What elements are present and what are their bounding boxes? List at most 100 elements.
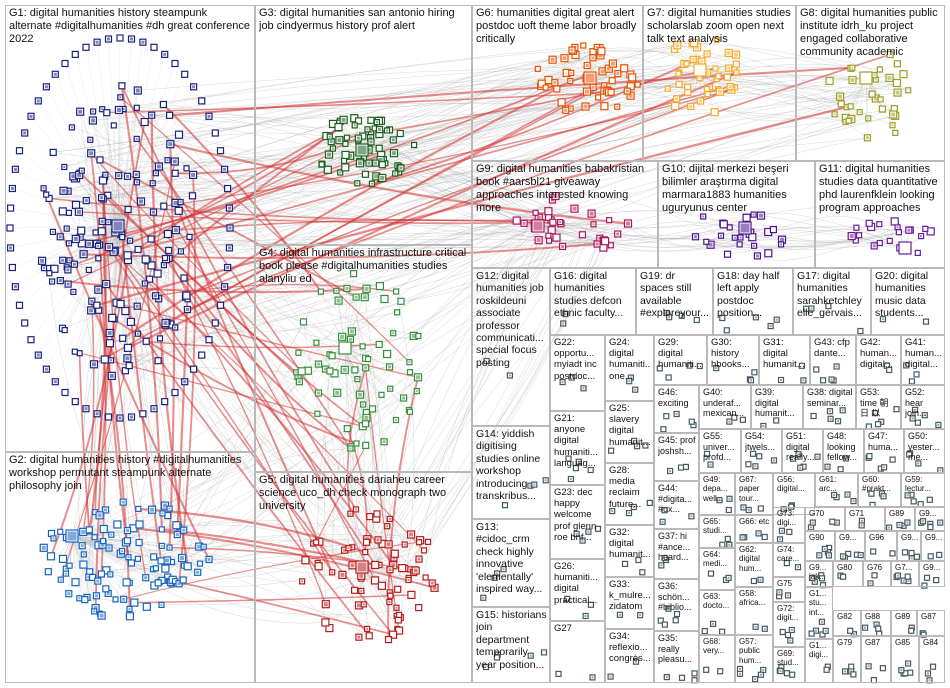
node — [183, 292, 190, 299]
node — [342, 151, 349, 158]
node-avatar — [764, 628, 766, 630]
node — [381, 296, 388, 303]
node-avatar — [360, 590, 362, 592]
node-avatar — [911, 557, 913, 559]
node-avatar — [66, 228, 68, 230]
node-avatar — [905, 364, 907, 366]
node-avatar — [52, 231, 54, 233]
node — [8, 205, 14, 211]
node-avatar — [223, 285, 226, 288]
node-avatar — [358, 161, 362, 165]
node-avatar — [154, 294, 157, 297]
node — [7, 225, 13, 231]
node — [558, 99, 565, 106]
node — [206, 337, 212, 343]
node-avatar — [825, 630, 827, 632]
node-avatar — [355, 296, 358, 299]
node-avatar — [591, 56, 594, 59]
node — [848, 104, 853, 109]
node-avatar — [357, 137, 360, 140]
node-avatar — [576, 533, 578, 535]
node-avatar — [810, 308, 812, 310]
node — [877, 67, 882, 72]
node — [314, 340, 319, 345]
node — [900, 71, 907, 78]
node — [184, 166, 189, 171]
node-avatar — [907, 229, 910, 232]
node — [588, 602, 593, 607]
node — [173, 522, 180, 529]
node — [854, 225, 859, 230]
node-avatar — [778, 591, 780, 593]
node-avatar — [828, 554, 830, 556]
node — [151, 44, 157, 50]
node — [804, 306, 809, 311]
node — [846, 118, 851, 123]
node-avatar — [742, 536, 744, 538]
node-avatar — [584, 105, 588, 109]
node-avatar — [153, 407, 156, 410]
node — [911, 499, 916, 504]
node — [104, 110, 110, 116]
node-avatar — [66, 268, 69, 271]
node-avatar — [40, 259, 44, 263]
node-avatar — [802, 379, 804, 381]
edge — [395, 211, 549, 554]
node — [125, 344, 132, 351]
node — [702, 629, 707, 634]
node-avatar — [93, 610, 95, 612]
node-avatar — [395, 419, 397, 421]
node — [647, 500, 652, 505]
node-avatar — [89, 139, 91, 141]
node — [907, 452, 912, 457]
node-avatar — [45, 368, 48, 371]
node-avatar — [30, 115, 33, 118]
node-avatar — [906, 522, 908, 524]
node — [887, 368, 892, 373]
node — [609, 78, 615, 84]
node-avatar — [675, 43, 679, 47]
node — [676, 71, 681, 76]
node-avatar — [67, 592, 70, 595]
node-avatar — [907, 494, 909, 496]
node — [718, 669, 723, 674]
edge — [356, 222, 540, 509]
node — [692, 671, 697, 676]
node-avatar — [610, 676, 612, 678]
node-avatar — [100, 196, 103, 199]
node-avatar — [89, 151, 93, 155]
node-avatar — [927, 672, 929, 674]
node-avatar — [760, 674, 762, 676]
node — [876, 626, 881, 631]
node — [826, 304, 831, 309]
node — [914, 554, 919, 559]
node — [181, 275, 187, 281]
node — [376, 283, 383, 290]
node-avatar — [867, 117, 869, 119]
node-avatar — [197, 545, 201, 549]
node-avatar — [104, 508, 107, 511]
node — [391, 550, 398, 557]
node — [566, 456, 571, 461]
node-avatar — [356, 182, 358, 184]
node — [820, 576, 825, 581]
node — [821, 378, 826, 383]
node-avatar — [317, 392, 320, 395]
edge — [375, 213, 535, 565]
node — [484, 665, 489, 670]
node-avatar — [762, 669, 764, 671]
node — [607, 218, 612, 223]
node — [379, 392, 384, 397]
edge — [628, 209, 754, 223]
node-avatar — [616, 72, 619, 75]
node — [573, 466, 578, 471]
node — [59, 208, 66, 215]
node — [82, 597, 88, 603]
node — [17, 302, 23, 308]
node — [162, 399, 168, 405]
node — [72, 399, 78, 405]
node-avatar — [817, 456, 819, 458]
node — [164, 231, 171, 238]
node-avatar — [509, 375, 511, 377]
